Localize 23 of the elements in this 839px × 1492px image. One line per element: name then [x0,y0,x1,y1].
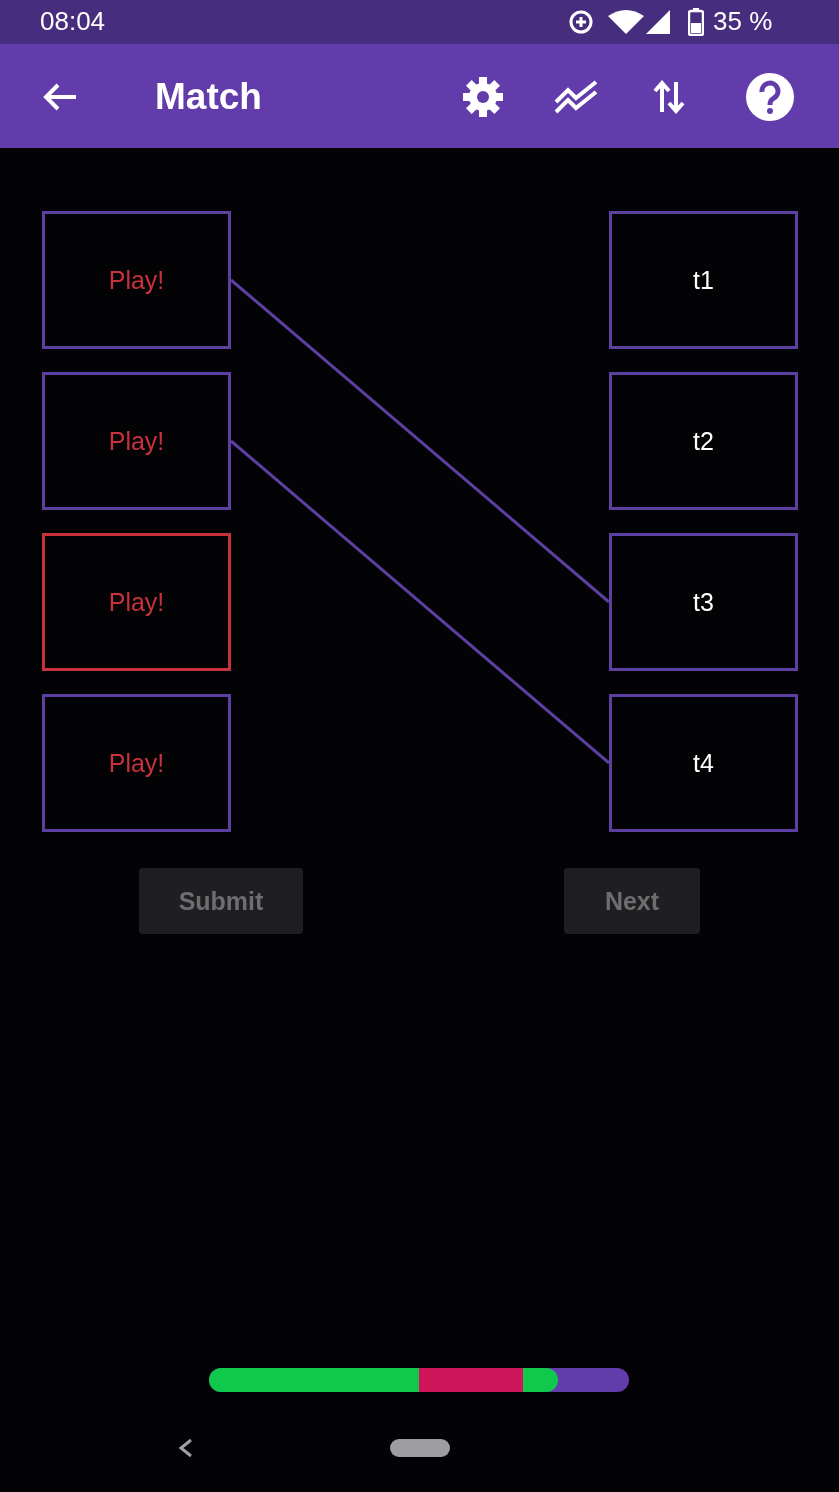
audio-card [42,372,231,510]
text-card [609,372,798,510]
play-label: Play! [108,748,165,778]
card-text: t1 [693,265,714,295]
text-card [609,211,798,349]
text-card [609,533,798,671]
play-label: Play! [108,265,165,295]
play-label: Play! [108,587,165,617]
submit-button: Submit [139,868,303,934]
audio-card [42,211,231,349]
battery-percentage: 35 % [713,6,773,36]
audio-card [42,694,231,832]
card-text: t2 [693,426,714,456]
status-time: 08:04 [40,6,106,36]
audio-card [42,533,231,671]
next-button: Next [564,868,700,934]
match-line [230,439,610,765]
text-card [609,694,798,832]
card-text: t3 [693,587,714,617]
play-label: Play! [108,426,165,456]
match-line [230,278,610,604]
card-text: t4 [693,748,714,778]
screen-title: Match [155,76,262,118]
